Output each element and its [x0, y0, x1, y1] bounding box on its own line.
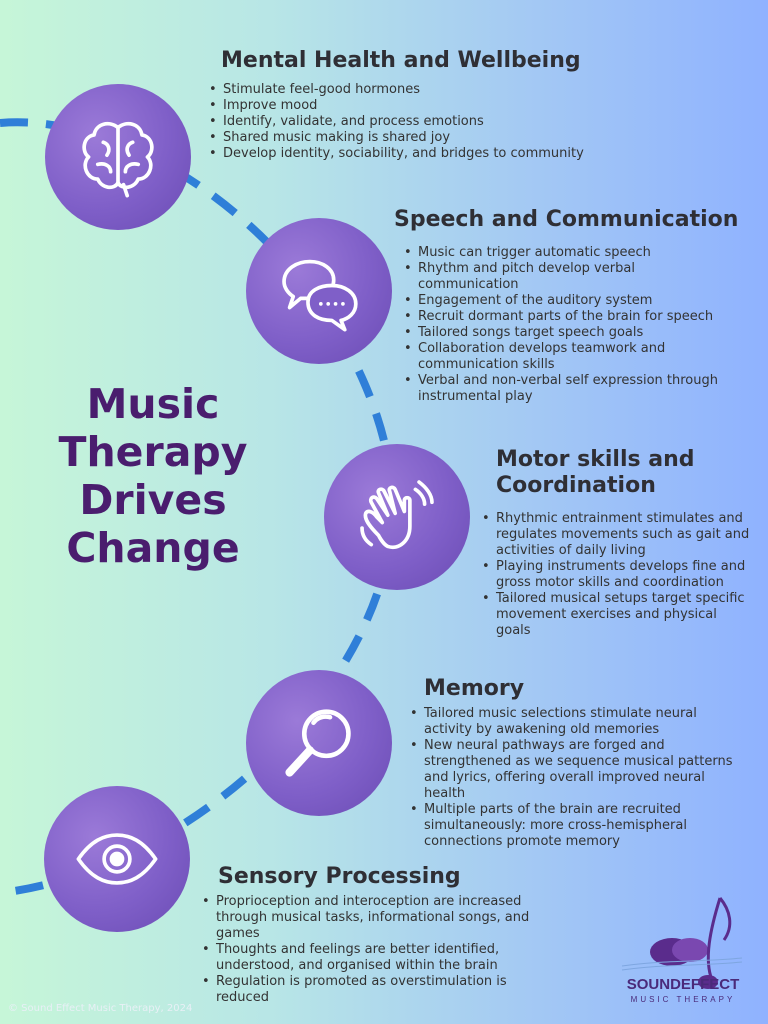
section-memory: Memory Tailored music selections stimula…	[408, 676, 738, 850]
section-motor: Motor skills and Coordination Rhythmic e…	[480, 447, 750, 639]
logo-name: SOUNDEFFECT	[626, 976, 740, 993]
list-item: Collaboration develops teamwork and comm…	[404, 341, 718, 373]
hand-circle	[324, 444, 470, 590]
list-item: New neural pathways are forged and stren…	[410, 738, 738, 802]
section-heading: Memory	[424, 676, 525, 701]
section-speech: Speech and Communication Music can trigg…	[394, 207, 762, 405]
list-item: Tailored songs target speech goals	[404, 325, 762, 341]
logo-graphic	[621, 897, 743, 989]
list-item: Stimulate feel-good hormones	[209, 82, 647, 98]
list-item: Proprioception and interoception are inc…	[202, 894, 566, 942]
list-item: Multiple parts of the brain are recruite…	[410, 802, 738, 850]
bullet-list: Music can trigger automatic speech Rhyth…	[402, 245, 762, 405]
magnifier-icon	[285, 709, 351, 777]
page-title: Music Therapy Drives Change	[58, 380, 248, 572]
list-item: Improve mood	[209, 98, 647, 114]
section-heading: Speech and Communication	[394, 207, 739, 232]
bullet-list: Rhythmic entrainment stimulates and regu…	[480, 511, 750, 639]
section-mental-health: Mental Health and Wellbeing Stimulate fe…	[207, 48, 647, 162]
section-heading: Motor skills and Coordination	[496, 447, 695, 498]
logo-subtitle: MUSIC THERAPY	[630, 995, 736, 1004]
bullet-list: Proprioception and interoception are inc…	[200, 894, 580, 1006]
list-item: Engagement of the auditory system	[404, 293, 762, 309]
section-sensory: Sensory Processing Proprioception and in…	[200, 864, 580, 1006]
list-item: Rhythmic entrainment stimulates and regu…	[482, 511, 750, 559]
section-heading: Sensory Processing	[218, 864, 461, 889]
waving-hand-icon	[360, 480, 434, 550]
magnifier-circle	[246, 670, 392, 816]
list-item: Thoughts and feelings are better identif…	[202, 942, 536, 974]
list-item: Tailored music selections stimulate neur…	[410, 706, 738, 738]
section-heading: Mental Health and Wellbeing	[221, 48, 581, 73]
list-item: Regulation is promoted as overstimulatio…	[202, 974, 546, 1006]
list-item: Verbal and non-verbal self expression th…	[404, 373, 758, 405]
copyright: © Sound Effect Music Therapy, 2024	[8, 1003, 193, 1014]
list-item: Playing instruments develops fine and gr…	[482, 559, 750, 591]
list-item: Recruit dormant parts of the brain for s…	[404, 309, 762, 325]
brain-icon	[82, 121, 154, 198]
eye-icon	[76, 833, 158, 885]
list-item: Identify, validate, and process emotions	[209, 114, 647, 130]
speech-bubbles-icon	[282, 259, 358, 332]
brain-circle	[45, 84, 191, 230]
list-item: Music can trigger automatic speech	[404, 245, 762, 261]
speech-circle	[246, 218, 392, 364]
list-item: Develop identity, sociability, and bridg…	[209, 146, 647, 162]
list-item: Shared music making is shared joy	[209, 130, 647, 146]
list-item: Rhythm and pitch develop verbal communic…	[404, 261, 708, 293]
eye-circle	[44, 786, 190, 932]
bullet-list: Tailored music selections stimulate neur…	[408, 706, 738, 850]
bullet-list: Stimulate feel-good hormones Improve moo…	[207, 82, 647, 162]
list-item: Tailored musical setups target specific …	[482, 591, 750, 639]
